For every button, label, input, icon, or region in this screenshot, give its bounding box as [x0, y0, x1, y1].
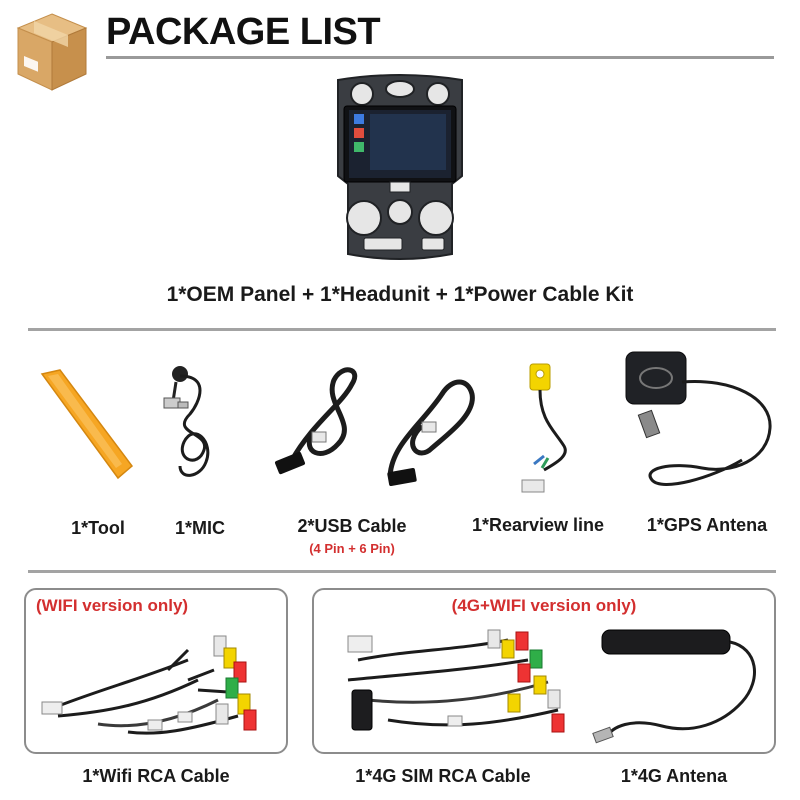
sim-rca-caption: 1*4G SIM RCA Cable — [355, 766, 531, 786]
lte-version-panel: (4G+WIFI version only) — [312, 588, 776, 754]
box-icon — [14, 10, 90, 94]
headunit-panel-image — [330, 72, 470, 264]
trim-tool-image — [38, 368, 134, 480]
section-divider — [28, 570, 776, 573]
lte-antenna-caption: 1*4G Antena — [620, 766, 728, 786]
accessory-caption-tool: 1*Tool — [71, 518, 125, 538]
lte-antenna-image — [592, 626, 766, 748]
wifi-rca-caption: 1*Wifi RCA Cable — [82, 766, 230, 786]
usb-pin-note: (4 Pin + 6 Pin) — [309, 541, 395, 556]
header-divider — [106, 56, 774, 59]
wifi-panel-title: (WIFI version only) — [36, 596, 189, 615]
section-divider — [28, 328, 776, 331]
rearview-cable-image — [514, 360, 576, 496]
usb-cable-image — [272, 364, 482, 492]
page-title: PACKAGE LIST — [106, 11, 381, 53]
wifi-version-panel: (WIFI version only) — [24, 588, 288, 754]
sim-rca-cable-image — [328, 620, 580, 748]
lte-panel-title: (4G+WIFI version only) — [451, 596, 637, 615]
gps-antenna-image — [622, 348, 778, 494]
microphone-image — [150, 362, 230, 488]
rca-cable-image — [38, 620, 278, 748]
accessory-caption-rearview: 1*Rearview line — [471, 515, 605, 535]
accessory-caption-usb: 2*USB Cable — [297, 516, 407, 536]
main-item-caption: 1*OEM Panel + 1*Headunit + 1*Power Cable… — [166, 283, 634, 306]
accessory-caption-gps: 1*GPS Antena — [646, 515, 768, 535]
accessory-caption-mic: 1*MIC — [174, 518, 225, 538]
